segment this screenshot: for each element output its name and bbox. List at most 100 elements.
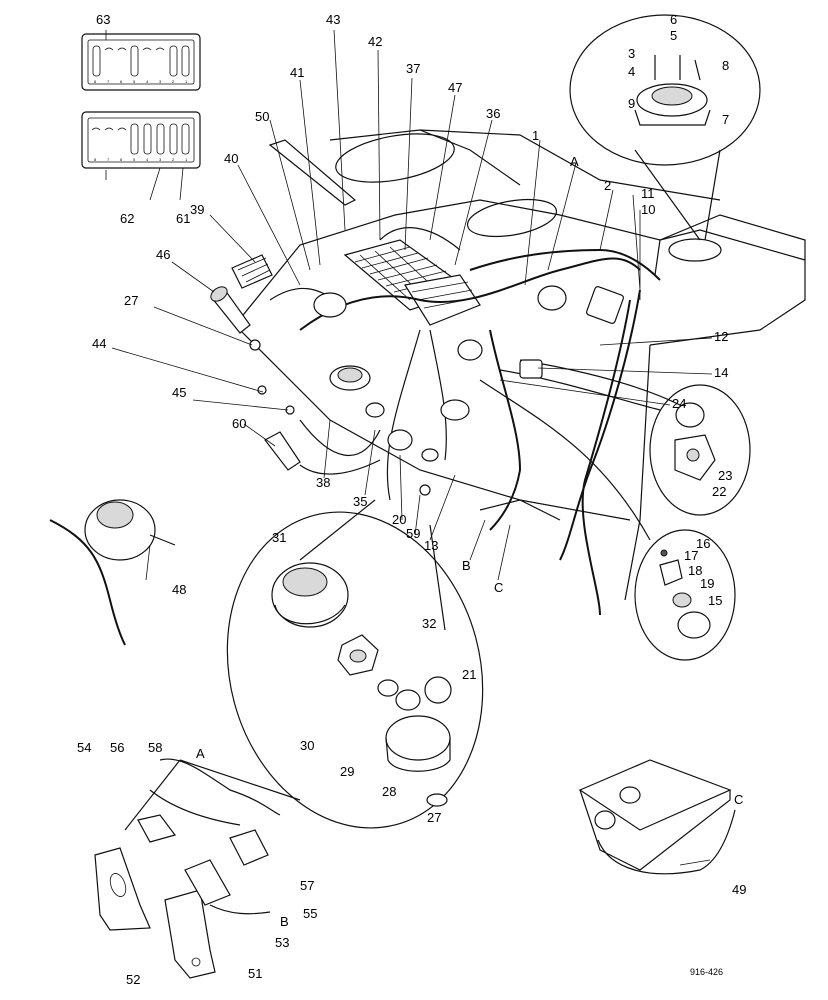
callout-label: 7 xyxy=(722,112,729,127)
callout-label: 19 xyxy=(700,576,714,591)
connector-letter: A xyxy=(570,154,579,169)
callout-label: 48 xyxy=(172,582,186,597)
callout-label: 51 xyxy=(248,966,262,981)
drawing-code: 916-426 xyxy=(690,967,723,977)
callout-label: 29 xyxy=(340,764,354,779)
callout-label: 49 xyxy=(732,882,746,897)
connector-bottom-view: 8 7 6 5 4 3 2 1 xyxy=(81,111,201,169)
callout-label: 35 xyxy=(353,494,367,509)
pin-label: 4 xyxy=(146,157,149,162)
callout-label: 13 xyxy=(424,538,438,553)
callout-label: 11 xyxy=(641,186,655,201)
pin-label: 1 xyxy=(185,157,188,162)
callout-label: 38 xyxy=(316,475,330,490)
callout-label: 30 xyxy=(300,738,314,753)
callout-label: 36 xyxy=(486,106,500,121)
callout-label: 15 xyxy=(708,593,722,608)
callout-label: 56 xyxy=(110,740,124,755)
callout-label: 6 xyxy=(670,12,677,27)
callout-label: 57 xyxy=(300,878,314,893)
connector-letters: A A B B C C xyxy=(196,154,743,929)
pin-label: 5 xyxy=(133,157,136,162)
detail-15-19 xyxy=(634,529,736,661)
connector-letter: B xyxy=(280,914,289,929)
connector-bottom-pin-numbers: 8 7 6 5 4 3 2 1 xyxy=(94,157,188,162)
detail-switch-exploded xyxy=(226,499,484,829)
callout-label: 27 xyxy=(124,293,138,308)
component-39 xyxy=(231,254,273,289)
callout-label: 43 xyxy=(326,12,340,27)
callout-label: 37 xyxy=(406,61,420,76)
pin-label: 8 xyxy=(94,157,97,162)
callout-label: 12 xyxy=(714,329,728,344)
callout-label: 20 xyxy=(392,512,406,527)
pin-label: 3 xyxy=(159,79,162,84)
pin-label: 4 xyxy=(146,79,149,84)
detail-sender-unit xyxy=(569,14,761,262)
callout-label: 8 xyxy=(722,58,729,73)
callout-label: 63 xyxy=(96,12,110,27)
callout-label: 61 xyxy=(176,211,190,226)
callout-label: 62 xyxy=(120,211,134,226)
callout-label: 9 xyxy=(628,96,635,111)
callout-label: 46 xyxy=(156,247,170,262)
pin-label: 7 xyxy=(107,79,110,84)
fuse-box xyxy=(343,239,481,326)
callout-label: 45 xyxy=(172,385,186,400)
pin-label: 3 xyxy=(159,157,162,162)
callout-label: 55 xyxy=(303,906,317,921)
callout-label: 32 xyxy=(422,616,436,631)
leader-lines xyxy=(105,29,713,866)
connector-top-pin-numbers: 8 7 6 5 4 3 2 1 xyxy=(94,79,188,84)
callout-label: 58 xyxy=(148,740,162,755)
callout-label: 2 xyxy=(604,178,611,193)
callout-label: 50 xyxy=(255,109,269,124)
connector-letter: C xyxy=(494,580,503,595)
callout-label: 17 xyxy=(684,548,698,563)
pin-label: 8 xyxy=(94,79,97,84)
callout-label: 3 xyxy=(628,46,635,61)
pin-label: 6 xyxy=(120,157,123,162)
callout-label: 24 xyxy=(672,396,686,411)
callout-label: 5 xyxy=(670,28,677,43)
dashboard-panel xyxy=(234,129,806,601)
connector-letter: B xyxy=(462,558,471,573)
callout-label: 16 xyxy=(696,536,710,551)
callout-label: 53 xyxy=(275,935,289,950)
connector-letter: A xyxy=(196,746,205,761)
pin-label: 5 xyxy=(133,79,136,84)
callout-label: 59 xyxy=(406,526,420,541)
callout-label: 21 xyxy=(462,667,476,682)
callout-label: 44 xyxy=(92,336,106,351)
callout-label: 41 xyxy=(290,65,304,80)
callout-label: 10 xyxy=(641,202,655,217)
callout-label: 23 xyxy=(718,468,732,483)
detail-22-24 xyxy=(649,384,751,516)
callout-label: 27 xyxy=(427,810,441,825)
callout-label: 60 xyxy=(232,416,246,431)
callout-labels: 1 2 3 4 5 6 7 8 9 10 11 12 13 14 15 16 1… xyxy=(77,12,746,987)
pin-label: 7 xyxy=(107,157,110,162)
pin-label: 6 xyxy=(120,79,123,84)
callout-label: 18 xyxy=(688,563,702,578)
callout-label: 1 xyxy=(532,128,539,143)
connector-letter: C xyxy=(734,792,743,807)
callout-label: 42 xyxy=(368,34,382,49)
detail-brackets xyxy=(94,758,301,979)
callout-label: 47 xyxy=(448,80,462,95)
callout-label: 40 xyxy=(224,151,238,166)
detail-49 xyxy=(578,759,736,875)
callout-label: 22 xyxy=(712,484,726,499)
callout-label: 14 xyxy=(714,365,728,380)
callout-label: 39 xyxy=(190,202,204,217)
pin-label: 1 xyxy=(185,79,188,84)
callout-label: 52 xyxy=(126,972,140,987)
callout-label: 4 xyxy=(628,64,635,79)
detail-48 xyxy=(49,499,176,646)
component-60 xyxy=(264,431,381,475)
callout-label: 31 xyxy=(272,530,286,545)
callout-label: 28 xyxy=(382,784,396,799)
switches-and-gauges xyxy=(249,285,624,496)
